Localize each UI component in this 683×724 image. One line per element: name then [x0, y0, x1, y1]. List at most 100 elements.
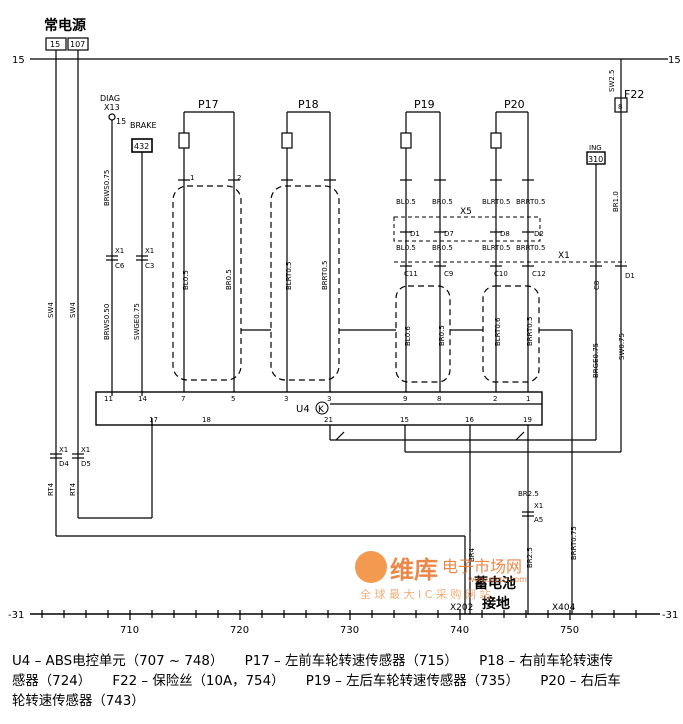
pin-c6-label: C6 [115, 262, 125, 270]
u4-pin-top-6: 9 [403, 395, 407, 403]
caption-p17: P17 – 左前车轮转速传感器（715） [244, 654, 458, 669]
u4-pin-top-0: 11 [104, 395, 113, 403]
axis-ticks [41, 610, 637, 620]
p20-wire-r: BRRT0.5 [516, 198, 545, 206]
wire-rt4-a-label: RT4 [47, 482, 55, 496]
x1-c6-label: X1 [115, 247, 124, 255]
fuse-f22 [614, 97, 628, 113]
x1-c3-label: X1 [145, 247, 154, 255]
u4-pin-top-9: 1 [526, 395, 530, 403]
shield-p20 [482, 285, 540, 383]
connector-x5 [393, 216, 541, 242]
axis-tick-750: 750 [560, 625, 579, 636]
brake-label: BRAKE [130, 121, 157, 130]
p19-wire-l2: BL0.5 [396, 244, 416, 252]
ground-label: 接地 [482, 595, 510, 612]
f22-code: SW2.5 [608, 70, 616, 93]
u4-pin-top-2: 7 [181, 395, 185, 403]
caption-f22: F22 – 保险丝（10A，754） [112, 674, 285, 689]
x1-d4-label: X1 [59, 446, 68, 454]
shield-p19 [395, 285, 451, 383]
u4-pin-bot-4: 16 [465, 416, 474, 424]
u4-pin-top-7: 8 [437, 395, 441, 403]
watermark-name: 电子市场网 [442, 557, 522, 576]
k-symbol: K [318, 405, 325, 415]
brake-box-label: 432 [134, 142, 149, 151]
pin-d8: D8 [500, 230, 510, 238]
pin-c12: C12 [532, 270, 546, 278]
axis-tick-710: 710 [120, 625, 139, 636]
p20-wire-l2: BLRT0.5 [482, 244, 510, 252]
rail-31-label: -31 [8, 610, 24, 621]
axis-tick-720: 720 [230, 625, 249, 636]
pin-a5-label: A5 [534, 516, 543, 524]
p19-wire-l: BL0.5 [396, 198, 416, 206]
pin-d2: D2 [534, 230, 544, 238]
p20-wire-l: BLRT0.5 [482, 198, 510, 206]
pin-p17-2: 2 [237, 174, 241, 182]
u4-pin-top-4: 3 [284, 395, 288, 403]
caption-u4: U4 – ABS电控单元（707 ~ 748） [12, 654, 224, 669]
p18-wire-r: BRRT0.5 [321, 261, 329, 290]
rail-15-right-label: 15 [668, 55, 681, 66]
pin-d7: D7 [444, 230, 454, 238]
sensor-p20-label: P20 [504, 98, 525, 111]
wire-brrt075: BRRT0.75 [570, 526, 578, 560]
wire-brws-bot-label: BRWS0.50 [103, 304, 111, 340]
f22-pin: 8 [618, 103, 622, 111]
watermark-brand: 维库 [390, 556, 438, 584]
u4-pin-bot-5: 19 [523, 416, 532, 424]
p20-wire-r3: BRRT0.5 [526, 317, 534, 346]
x1-d5-label: X1 [81, 446, 90, 454]
p19-wire-l3: BL0.6 [404, 326, 412, 346]
p19-wire-r: BR0.5 [432, 198, 453, 206]
f22-wire: BR1.0 [612, 191, 620, 212]
terminal-15-box [45, 37, 67, 51]
u4-pin-bot-1: 18 [202, 416, 211, 424]
caption-p20-a: P20 – 右后车 [540, 674, 621, 689]
pin-d4-label: D4 [59, 460, 69, 468]
battery-label: 蓄电池 [474, 575, 516, 592]
pin-c10: C10 [494, 270, 508, 278]
sensor-p18-label: P18 [298, 98, 319, 111]
wire-sw4-b-label: SW4 [69, 302, 77, 318]
x202-label: X202 [450, 603, 473, 613]
u4-pin-top-8: 2 [493, 395, 497, 403]
x1-label: X1 [558, 251, 570, 261]
wire-swge-label: SWGE0.75 [133, 303, 141, 340]
pin-c8: C8 [593, 281, 601, 290]
axis-tick-730: 730 [340, 625, 359, 636]
ecu-u4 [95, 391, 543, 426]
p19-wire-r2: BR0.5 [432, 244, 453, 252]
terminal-107-box [67, 37, 89, 51]
p17-wire-l: BL0.5 [182, 270, 190, 290]
x13-pin: 15 [116, 117, 126, 126]
caption-p20-b: 轮转速传感器（743） [12, 694, 145, 709]
u4-pin-bot-2: 21 [324, 416, 333, 424]
wire-br25b: BR2.5 [526, 547, 534, 568]
legend-caption: U4 – ABS电控单元（707 ~ 748） P17 – 左前车轮转速传感器（… [12, 652, 674, 712]
watermark: 维库 电子市场网 www.dzsc.com 全 球 最 大 I C 采 购 网 … [355, 551, 527, 601]
wire-sw075: SW0.75 [618, 333, 626, 360]
rail-31-right-label: -31 [662, 610, 678, 621]
terminal-15: 15 [50, 40, 60, 49]
terminal-107: 107 [70, 40, 85, 49]
pin-c3-label: C3 [145, 262, 154, 270]
pin-p17-1: 1 [190, 174, 194, 182]
diag-label: DIAG [100, 94, 120, 103]
u4-pin-top-1: 14 [138, 395, 147, 403]
sensor-p17-label: P17 [198, 98, 219, 111]
pin-d1b: D1 [625, 272, 635, 280]
p17-wire-r: BR0.5 [225, 269, 233, 290]
shield-p17 [172, 185, 242, 381]
wire-br25: BR2.5 [518, 490, 539, 498]
pin-c9: C9 [444, 270, 453, 278]
p18-wire-l: BLRT0.5 [285, 262, 293, 290]
watermark-url: www.dzsc.com [468, 575, 527, 584]
wire-sw4-a-label: SW4 [47, 302, 55, 318]
u4-pin-top-5: 3 [327, 395, 331, 403]
caption-p19: P19 – 左后车轮转速传感器（735） [305, 674, 519, 689]
sensor-p19-label: P19 [414, 98, 435, 111]
wiring-diagram: 常电源 15 107 15 15 -31 -31 DIAG X13 15 BRA… [8, 17, 681, 636]
caption-p18-a: P18 – 右前车轮转速传 [479, 654, 614, 669]
